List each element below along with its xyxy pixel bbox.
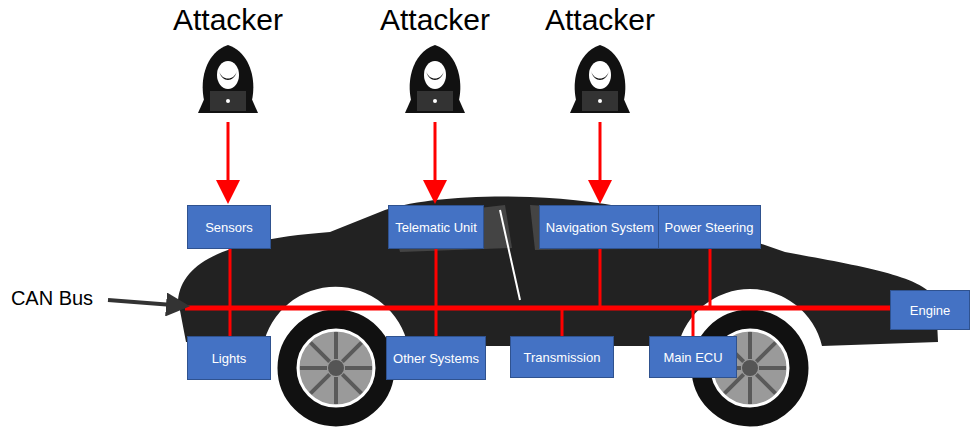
hacker-icon [405,45,465,113]
component-label: Sensors [205,220,253,235]
wheel-spoke [342,374,361,393]
attacker-label: Attacker [173,3,283,37]
component-box: Transmission [510,336,614,378]
bus-label: CAN Bus [11,287,93,310]
wheel-spoke [756,343,775,362]
pointer-arrow [108,300,186,306]
wheel-spoke [300,366,327,370]
component-label: Main ECU [663,350,722,365]
component-box: Main ECU [649,336,737,378]
wheel-spoke [756,374,775,393]
hacker-icon [198,45,258,113]
component-box: Power Steering [658,205,761,249]
component-label: Lights [212,351,247,366]
attacker-label: Attacker [545,3,655,37]
can-bus-line [185,306,892,311]
component-box: Navigation System [539,205,662,249]
bus-stub [599,248,602,308]
component-box: Engine [890,290,970,330]
wheel-spoke [311,343,330,362]
bus-stub [229,248,232,337]
bus-stub [692,308,695,337]
hacker-icon [570,45,630,113]
component-label: Navigation System [546,220,654,235]
car-body [178,197,938,346]
component-label: Power Steering [665,220,754,235]
component-box: Other Systems [386,336,486,380]
wheel-spoke [345,366,372,370]
bus-stub [561,308,564,337]
component-label: Engine [910,303,950,318]
wheel-spoke [334,332,338,359]
wheel-spoke [334,377,338,404]
attack-arrow [434,122,437,198]
component-label: Transmission [524,350,601,365]
door-line [500,210,520,300]
component-label: Telematic Unit [395,220,477,235]
component-box: Sensors [187,205,271,249]
wheel [276,308,396,428]
attacker-label: Attacker [380,3,490,37]
component-box: Telematic Unit [388,205,484,249]
attack-arrow [227,122,230,198]
component-box: Lights [187,336,271,380]
bus-stub [435,248,438,337]
component-label: Other Systems [393,351,479,366]
wheel-spoke [748,377,752,404]
bus-stub [709,248,712,308]
wheel-spoke [748,332,752,359]
wheel-spoke [311,374,330,393]
wheel-spoke [342,343,361,362]
wheel-spoke [759,366,786,370]
attack-arrow [599,122,602,198]
